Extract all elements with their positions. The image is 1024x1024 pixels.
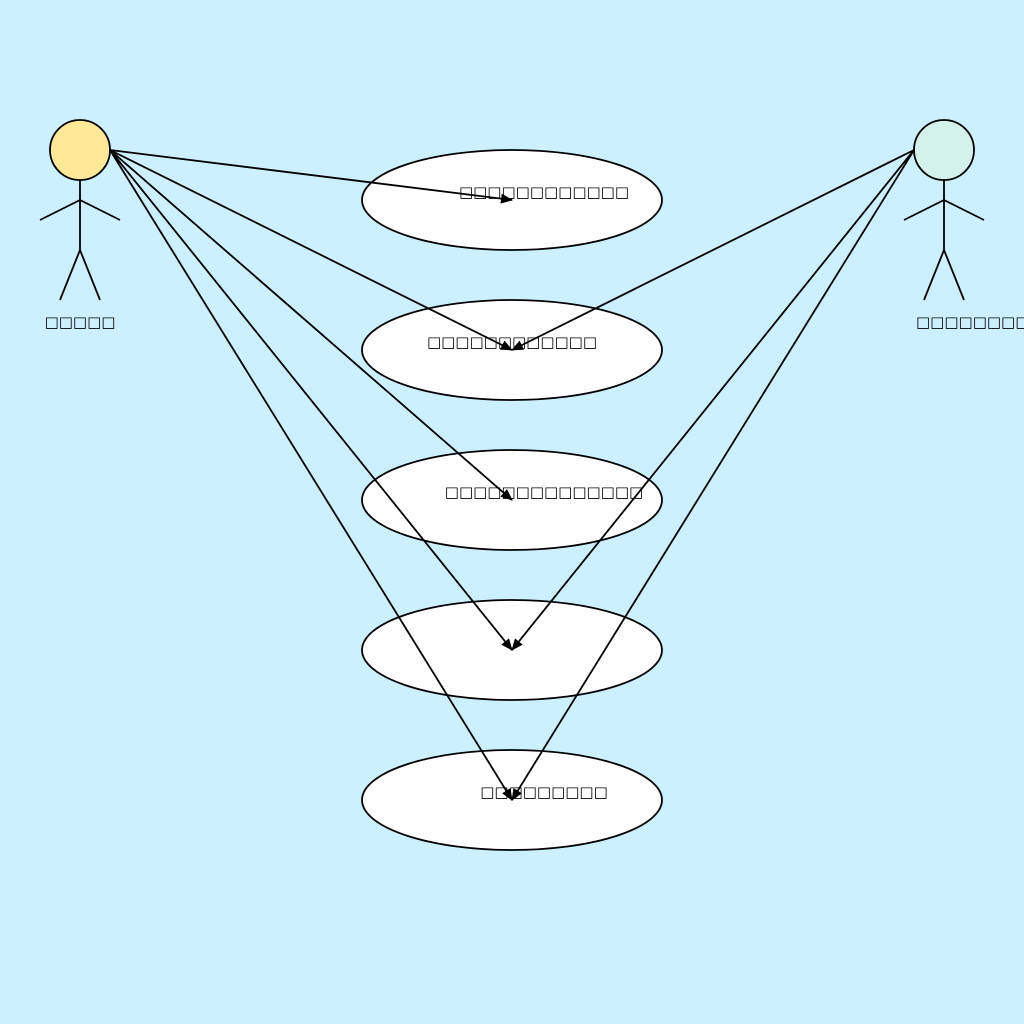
- actor-right-arm-right: [943, 199, 985, 221]
- actor-right-leg-right: [943, 249, 965, 301]
- association-arrow-right-to-use-case-5: [511, 149, 915, 801]
- actor-right-arm-left: [903, 199, 945, 221]
- actor-left-arm-left: [39, 199, 81, 221]
- actor-left-arm-right: [79, 199, 121, 221]
- use-case-1-label: □□□□□□□□□□□□: [459, 183, 629, 201]
- association-arrow-right-to-use-case-4: [511, 149, 915, 651]
- actor-right-leg-left: [923, 249, 945, 301]
- actor-right-label: □□□□□□□□□□□□□: [916, 313, 1024, 331]
- actor-right[interactable]: □□□□□□□□□□□□□: [903, 119, 1024, 331]
- association-arrow-right-to-use-case-2: [511, 149, 915, 351]
- actor-left-head: [49, 119, 111, 181]
- actor-left-leg-right: [79, 249, 101, 301]
- association-arrows: [109, 149, 915, 801]
- use-case-2-label: □□□□□□□□□□□□: [427, 333, 597, 351]
- association-arrow-left-to-use-case-4: [109, 149, 513, 651]
- association-arrow-left-to-use-case-3: [109, 149, 513, 501]
- use-case-5-label: □□□□□□□□□: [480, 783, 608, 801]
- association-arrow-left-to-use-case-1: [109, 149, 513, 204]
- actor-left-leg-left: [59, 249, 81, 301]
- association-arrow-left-to-use-case-2: [109, 149, 513, 351]
- use-case-3-label: □□□□□□□□□□□□□□: [445, 483, 643, 501]
- actor-right-head: [913, 119, 975, 181]
- actor-left-label: □□□□□: [45, 313, 116, 331]
- association-arrow-left-to-use-case-5: [109, 149, 513, 801]
